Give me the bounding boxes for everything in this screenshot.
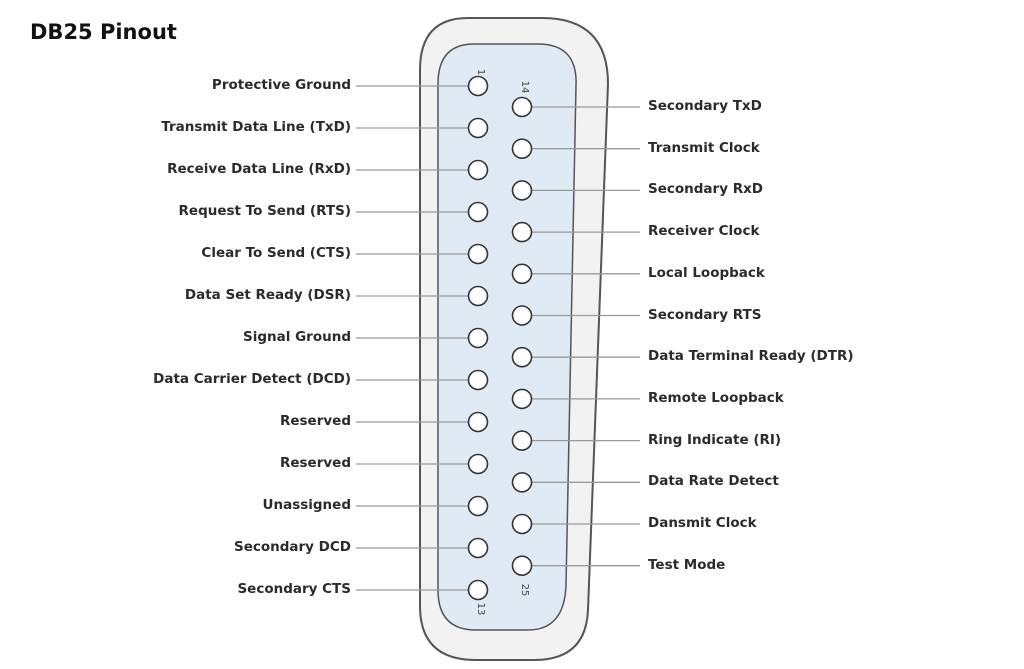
pin-number-13: 13 — [475, 603, 486, 616]
pin-hole-24 — [511, 513, 533, 535]
pin-hole-1 — [467, 75, 489, 97]
pin-label-transmit-data-line-txd: Transmit Data Line (TxD) — [161, 119, 351, 135]
pin-label-secondary-txd: Secondary TxD — [648, 98, 762, 114]
pin-hole-22 — [511, 430, 533, 451]
pin-hole-17 — [511, 221, 533, 243]
pin-label-transmit-clock: Transmit Clock — [648, 139, 760, 156]
pin-label-data-terminal-ready-dtr: Data Terminal Ready (DTR) — [648, 348, 854, 365]
pin-hole-15 — [511, 138, 533, 159]
pin-label-secondary-rxd: Secondary RxD — [648, 181, 764, 198]
pin-hole-23 — [511, 471, 533, 493]
pin-label-remote-loopback: Remote Loopback — [648, 389, 784, 406]
pin-hole-20 — [511, 346, 533, 368]
pin-hole-13 — [467, 579, 489, 601]
pin-label-local-loopback: Local Loopback — [648, 264, 765, 281]
pin-hole-5 — [467, 243, 489, 265]
pin-hole-21 — [511, 388, 533, 410]
connector-face — [437, 43, 577, 631]
pin-label-secondary-rts: Secondary RTS — [648, 306, 762, 323]
pin-hole-16 — [511, 180, 533, 201]
pin-label-ring-indicate-ri: Ring Indicate (RI) — [648, 431, 782, 448]
pin-hole-2 — [467, 117, 489, 139]
pin-label-data-set-ready-dsr: Data Set Ready (DSR) — [184, 287, 351, 303]
pin-hole-8 — [467, 369, 489, 391]
pin-hole-12 — [467, 537, 489, 559]
diagram-title: DB25 Pinout — [30, 20, 177, 44]
pin-hole-10 — [467, 453, 489, 475]
pin-label-unassigned: Unassigned — [262, 497, 351, 513]
pin-label-request-to-send-rts: Request To Send (RTS) — [178, 203, 351, 219]
pin-number-25: 25 — [519, 584, 530, 597]
pin-label-receive-data-line-rxd: Receive Data Line (RxD) — [167, 161, 351, 177]
pin-hole-6 — [467, 285, 489, 307]
pin-label-reserved: Reserved — [279, 413, 351, 429]
pin-number-14: 14 — [519, 81, 530, 94]
pin-number-1: 1 — [475, 69, 486, 75]
pin-label-data-rate-detect: Data Rate Detect — [648, 473, 779, 490]
pin-hole-19 — [511, 305, 533, 326]
lead-lines — [356, 85, 640, 591]
pin-label-clear-to-send-cts: Clear To Send (CTS) — [201, 245, 351, 261]
pin-hole-14 — [511, 96, 533, 118]
pin-hole-18 — [511, 263, 533, 285]
pin-label-signal-ground: Signal Ground — [243, 329, 351, 345]
pin-holes — [467, 75, 533, 601]
pin-hole-4 — [467, 201, 489, 223]
pin-label-secondary-dcd: Secondary DCD — [233, 539, 351, 555]
pin-hole-25 — [511, 555, 533, 577]
pin-label-secondary-cts: Secondary CTS — [237, 581, 351, 597]
pin-hole-3 — [467, 159, 489, 181]
pin-hole-7 — [467, 327, 489, 349]
pin-hole-9 — [467, 411, 489, 433]
pin-label-protective-ground: Protective Ground — [211, 77, 351, 93]
pin-label-reserved: Reserved — [279, 455, 351, 471]
pin-label-data-carrier-detect-dcd: Data Carrier Detect (DCD) — [153, 371, 351, 387]
pin-label-test-mode: Test Mode — [648, 556, 726, 573]
pin-label-dansmit-clock: Dansmit Clock — [648, 515, 757, 531]
pin-hole-11 — [467, 495, 489, 517]
pin-label-receiver-clock: Receiver Clock — [648, 223, 760, 240]
